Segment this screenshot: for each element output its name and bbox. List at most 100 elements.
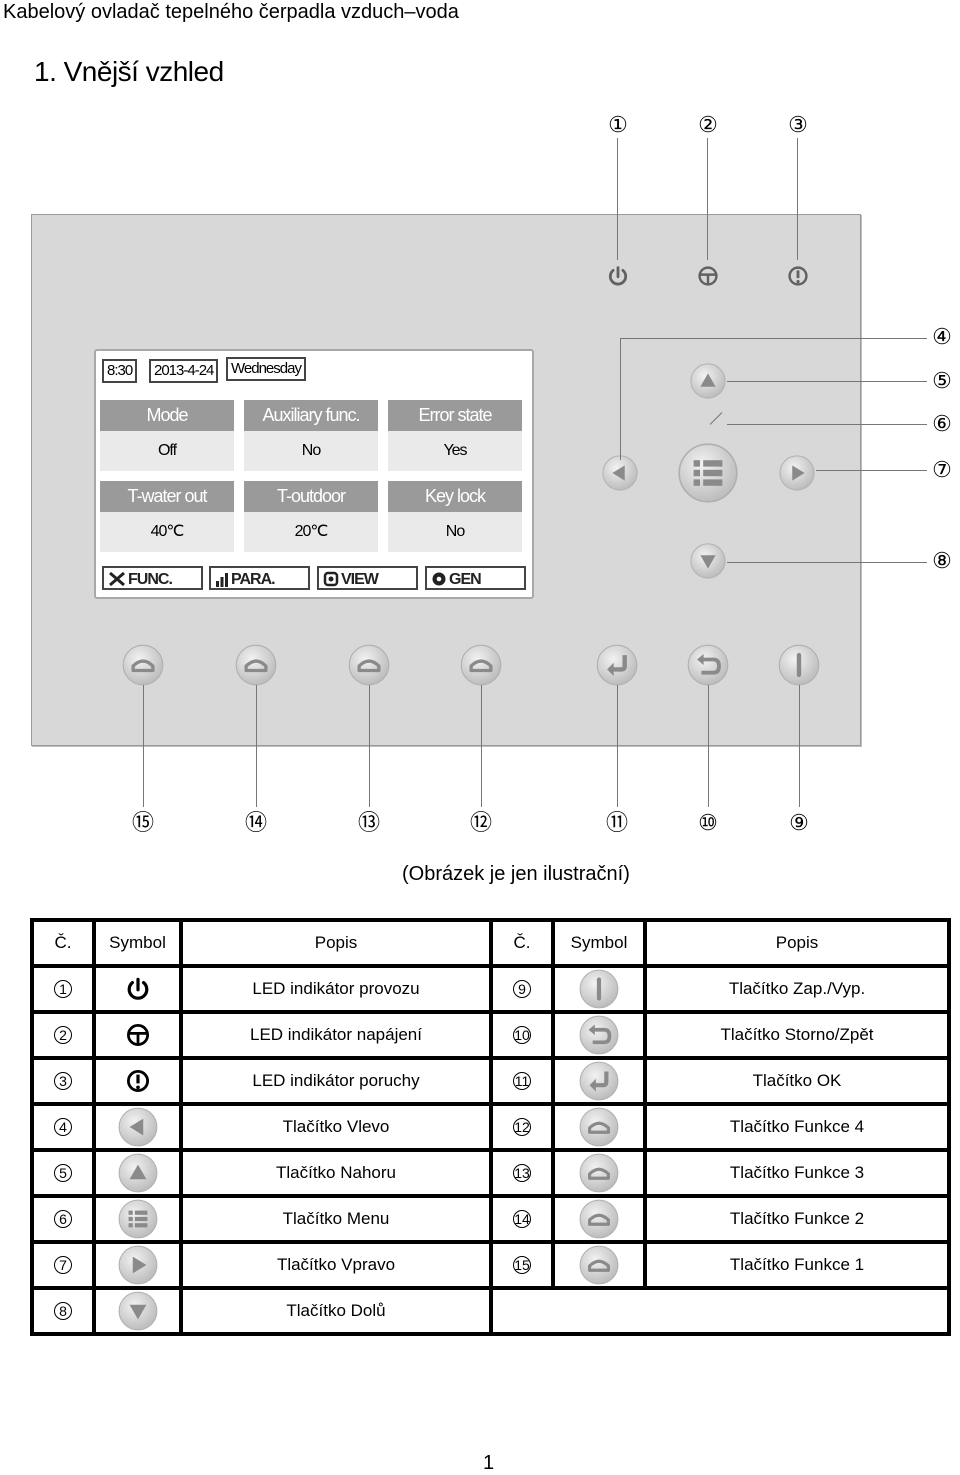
cell-label: T-water out [100, 481, 234, 512]
document-header: Kabelový ovladač tepelného čerpadla vzdu… [3, 1, 459, 23]
up-button[interactable] [689, 362, 727, 400]
cell-label: T-outdoor [244, 481, 378, 512]
figure-caption: (Obrázek je jen ilustrační) [402, 863, 630, 885]
view-softkey: VIEW [317, 566, 418, 590]
time-display: 8:30 [102, 359, 138, 383]
header-number: Č. [489, 918, 555, 968]
row-number-badge: 6 [54, 1210, 72, 1228]
power-led-icon [604, 262, 632, 290]
function-icon [578, 1106, 620, 1148]
cell-label: Error state [388, 400, 522, 431]
row-symbol [551, 1102, 647, 1152]
row-description: Tlačítko OK [643, 1056, 951, 1106]
row-number-badge: 8 [54, 1302, 72, 1320]
para-softkey: PARA. [209, 566, 310, 590]
row-number-badge: 5 [54, 1164, 72, 1182]
row-number: 10 [489, 1010, 555, 1060]
row-number-badge: 13 [513, 1164, 531, 1182]
callout-10: ⑩ [698, 810, 718, 835]
callout-6: ⑥ [932, 411, 952, 436]
status-cell-keylock: Key lock No [388, 481, 522, 552]
ok-icon [578, 1060, 620, 1102]
leader-line [727, 562, 927, 563]
row-description: Tlačítko Storno/Zpět [643, 1010, 951, 1060]
leader-line [799, 685, 800, 807]
fault-icon [122, 1065, 154, 1097]
row-number-badge: 15 [513, 1256, 531, 1274]
row-number [489, 1286, 951, 1336]
row-description: Tlačítko Menu [179, 1194, 493, 1244]
leader-line [620, 338, 927, 339]
row-number: 7 [30, 1240, 96, 1290]
down-button[interactable] [689, 542, 727, 580]
callout-4: ④ [932, 324, 952, 349]
row-number-badge: 11 [513, 1072, 531, 1090]
gen-softkey: GEN [425, 566, 526, 590]
row-symbol [92, 1148, 183, 1198]
row-number: 15 [489, 1240, 555, 1290]
callout-5: ⑤ [932, 368, 952, 393]
leader-line [727, 381, 927, 382]
function-2-button[interactable] [234, 643, 278, 687]
function-4-button[interactable] [459, 643, 503, 687]
function-1-button[interactable] [121, 643, 165, 687]
row-description: Tlačítko Funkce 3 [643, 1148, 951, 1198]
table-header-row: Č. Symbol Popis Č. Symbol Popis [30, 918, 951, 968]
leader-line [707, 138, 708, 260]
row-number: 2 [30, 1010, 96, 1060]
right-button[interactable] [778, 454, 816, 492]
back-button[interactable] [686, 643, 730, 687]
header-symbol: Symbol [92, 918, 183, 968]
header-number: Č. [30, 918, 96, 968]
row-symbol [551, 1148, 647, 1198]
row-number-badge: 2 [54, 1026, 72, 1044]
up-arrow-icon [117, 1152, 159, 1194]
row-symbol [551, 1010, 647, 1060]
row-symbol [92, 1240, 183, 1290]
left-arrow-icon [117, 1106, 159, 1148]
ok-button[interactable] [595, 643, 639, 687]
row-symbol [92, 964, 183, 1014]
function-3-button[interactable] [347, 643, 391, 687]
row-symbol [92, 1194, 183, 1244]
leader-line [617, 685, 618, 807]
softkey-label: FUNC. [128, 571, 173, 588]
header-symbol: Symbol [551, 918, 647, 968]
row-description: Tlačítko Dolů [179, 1286, 493, 1336]
row-symbol [92, 1056, 183, 1106]
func-softkey: FUNC. [102, 566, 203, 590]
callout-9: ⑨ [789, 810, 809, 835]
table-row: 8 Tlačítko Dolů [30, 1286, 951, 1336]
function-icon [578, 1244, 620, 1286]
softkey-label: GEN [449, 571, 482, 588]
row-description: Tlačítko Zap./Vyp. [643, 964, 951, 1014]
leader-line [481, 685, 482, 807]
row-number: 5 [30, 1148, 96, 1198]
row-number: 14 [489, 1194, 555, 1244]
fault-led-icon [784, 262, 812, 290]
cell-value: 20℃ [244, 512, 378, 552]
tools-icon [109, 571, 125, 587]
leader-line [708, 685, 709, 807]
row-symbol [92, 1102, 183, 1152]
status-cell-mode: Mode Off [100, 400, 234, 471]
onoff-button[interactable] [777, 643, 821, 687]
function-icon [578, 1152, 620, 1194]
callout-11: ⑪ [605, 810, 628, 835]
cell-value: No [244, 431, 378, 471]
down-arrow-icon [117, 1290, 159, 1332]
row-number-badge: 9 [513, 980, 531, 998]
leader-line [727, 424, 927, 425]
status-cell-error: Error state Yes [388, 400, 522, 471]
gear-icon [432, 572, 446, 586]
leader-line [617, 138, 618, 260]
row-number: 6 [30, 1194, 96, 1244]
row-number-badge: 3 [54, 1072, 72, 1090]
row-description: LED indikátor provozu [179, 964, 493, 1014]
menu-button[interactable] [676, 441, 740, 505]
callout-2: ② [698, 112, 718, 137]
